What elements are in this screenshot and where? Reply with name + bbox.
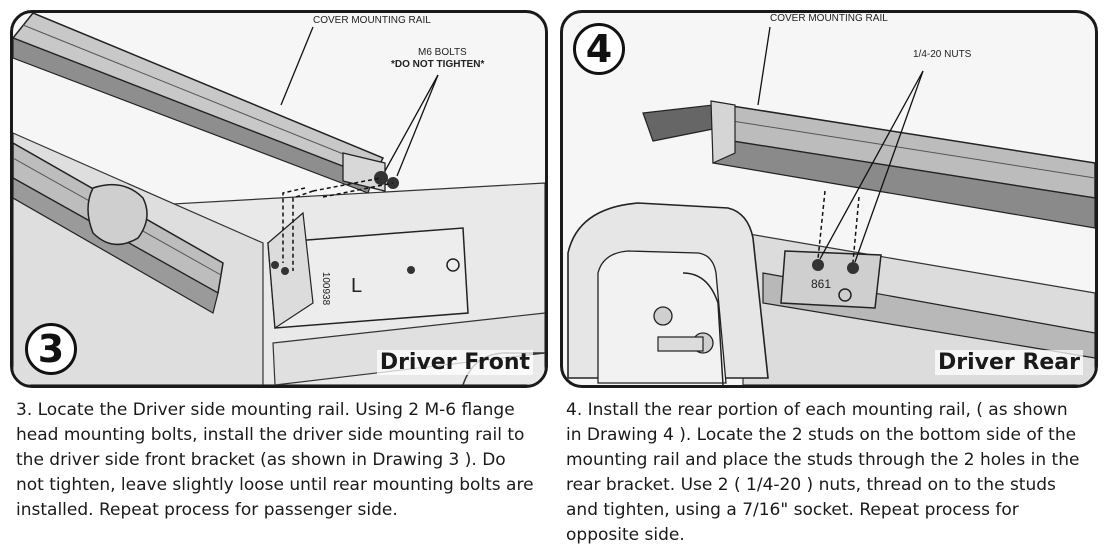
- step-3-instructions: 3. Locate the Driver side mounting rail.…: [16, 400, 534, 520]
- drawing-4-illustration: [567, 26, 1095, 385]
- step-4-instructions: 4. Install the rear portion of each moun…: [566, 400, 1080, 545]
- drawing-3-illustration: [13, 13, 545, 385]
- bracket-part-number: 861: [811, 277, 832, 291]
- bracket-part-number: 100938: [320, 271, 332, 306]
- drawing-panel-3: COVER MOUNTING RAIL M6 BOLTS *DO NOT TIG…: [10, 10, 548, 388]
- panel-location-label: Driver Rear: [935, 350, 1083, 375]
- callout-cover-mounting-rail: COVER MOUNTING RAIL: [770, 13, 888, 24]
- step-number-badge: 3: [25, 323, 77, 375]
- bracket-side-letter: L: [351, 275, 363, 297]
- panel-location-label: Driver Front: [376, 350, 533, 375]
- step-number-badge: 4: [573, 23, 625, 75]
- callout-do-not-tighten: *DO NOT TIGHTEN*: [391, 59, 485, 70]
- callout-cover-mounting-rail: COVER MOUNTING RAIL: [313, 15, 431, 26]
- callout-nuts: 1/4-20 NUTS: [913, 49, 972, 60]
- drawing-panel-4: COVER MOUNTING RAIL 1/4-20 NUTS 861 4 Dr…: [560, 10, 1098, 388]
- callout-m6-bolts: M6 BOLTS: [418, 47, 467, 58]
